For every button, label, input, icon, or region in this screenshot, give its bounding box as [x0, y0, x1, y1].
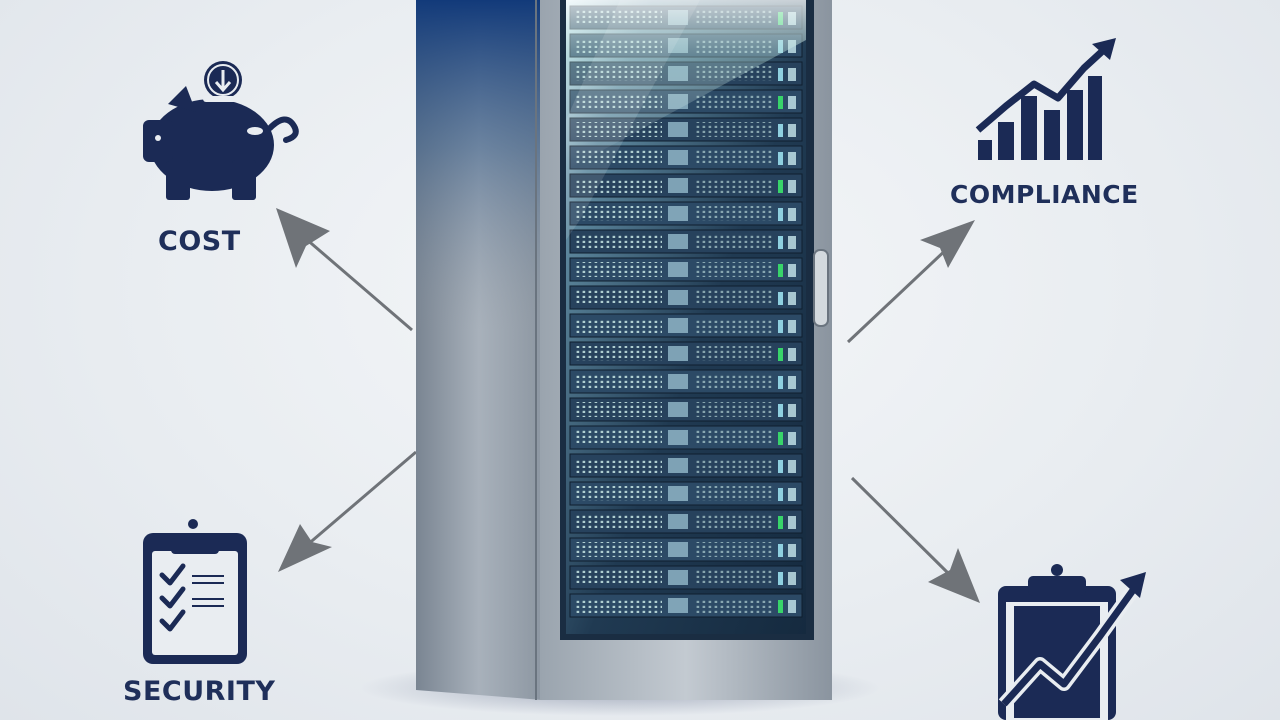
server-unit: [569, 565, 803, 590]
arrow-to-performance: [850, 476, 980, 603]
server-unit: [569, 257, 803, 282]
rising-bar-chart-icon: [975, 38, 1116, 160]
server-unit: [569, 537, 803, 562]
server-unit: [569, 453, 803, 478]
security-label: SECURITY: [123, 676, 276, 707]
server-unit: [569, 313, 803, 338]
arrow-to-cost: [276, 208, 413, 332]
server-unit: [569, 481, 803, 506]
arrow-to-security: [278, 450, 417, 572]
server-unit: [569, 593, 803, 618]
cost-label: COST: [158, 226, 241, 257]
checklist-clipboard-icon: [143, 519, 247, 664]
clipboard-growth-chart-icon: [998, 564, 1146, 720]
server-unit: [569, 285, 803, 310]
rack-door-handle: [813, 249, 829, 327]
server-unit: [569, 341, 803, 366]
arrow-to-compliance: [846, 220, 975, 344]
server-unit: [569, 397, 803, 422]
server-unit: [569, 173, 803, 198]
server-rack: [416, 0, 832, 700]
server-unit: [569, 145, 803, 170]
piggy-bank-icon: [143, 61, 299, 200]
server-unit: [569, 509, 803, 534]
compliance-label: COMPLIANCE: [950, 180, 1139, 209]
server-unit: [569, 229, 803, 254]
server-unit: [569, 369, 803, 394]
server-unit: [569, 425, 803, 450]
server-unit: [569, 201, 803, 226]
